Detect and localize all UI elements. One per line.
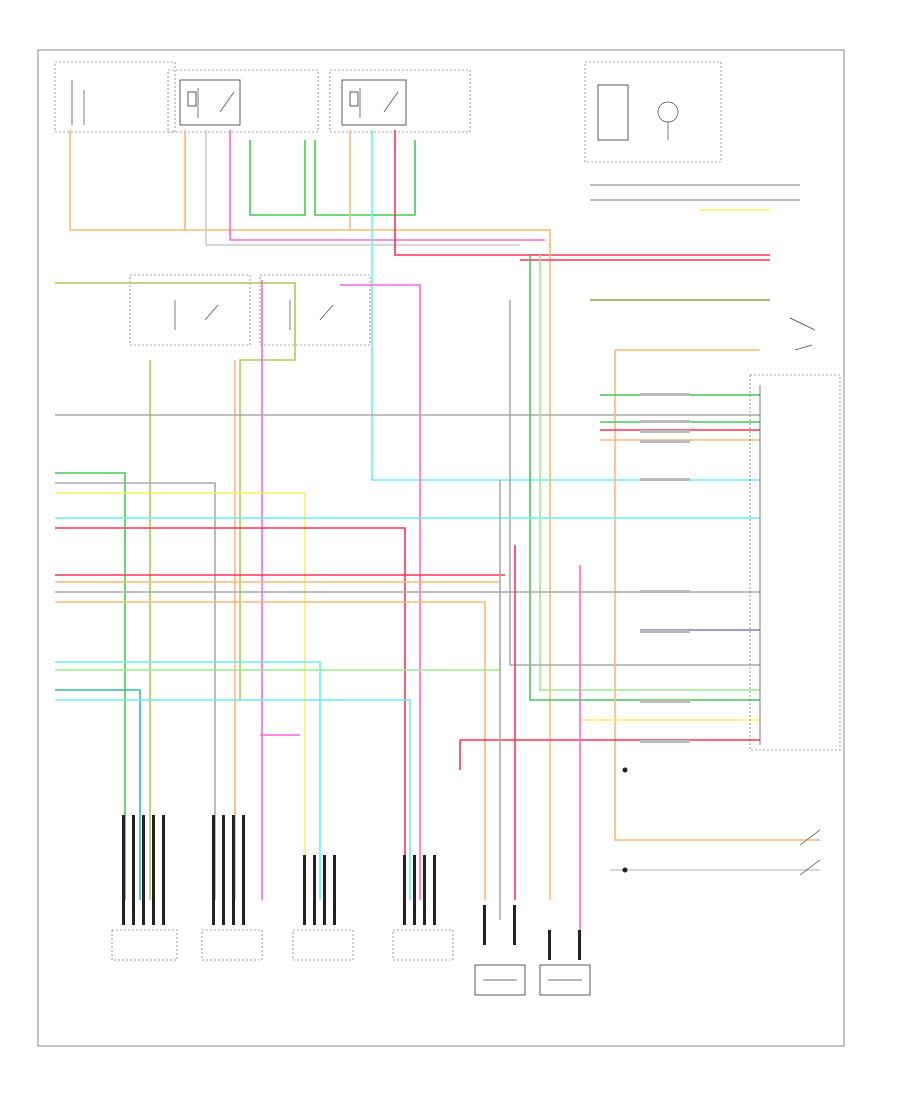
fuse-box-top-left [54, 61, 176, 133]
pcm-module [749, 374, 841, 751]
right-switches [622, 317, 821, 876]
wires-top [69, 130, 800, 900]
diagram-frame [37, 49, 845, 1047]
wires-middle [55, 255, 820, 900]
label-marks [640, 393, 690, 743]
module-top-right [584, 61, 722, 163]
relay-2 [329, 69, 471, 133]
connector-stacks [122, 815, 581, 960]
relay-3 [129, 274, 251, 346]
relay-4 [259, 274, 371, 346]
bottom-components [111, 929, 591, 996]
wires-lower [55, 472, 820, 930]
relay-1 [167, 69, 319, 133]
